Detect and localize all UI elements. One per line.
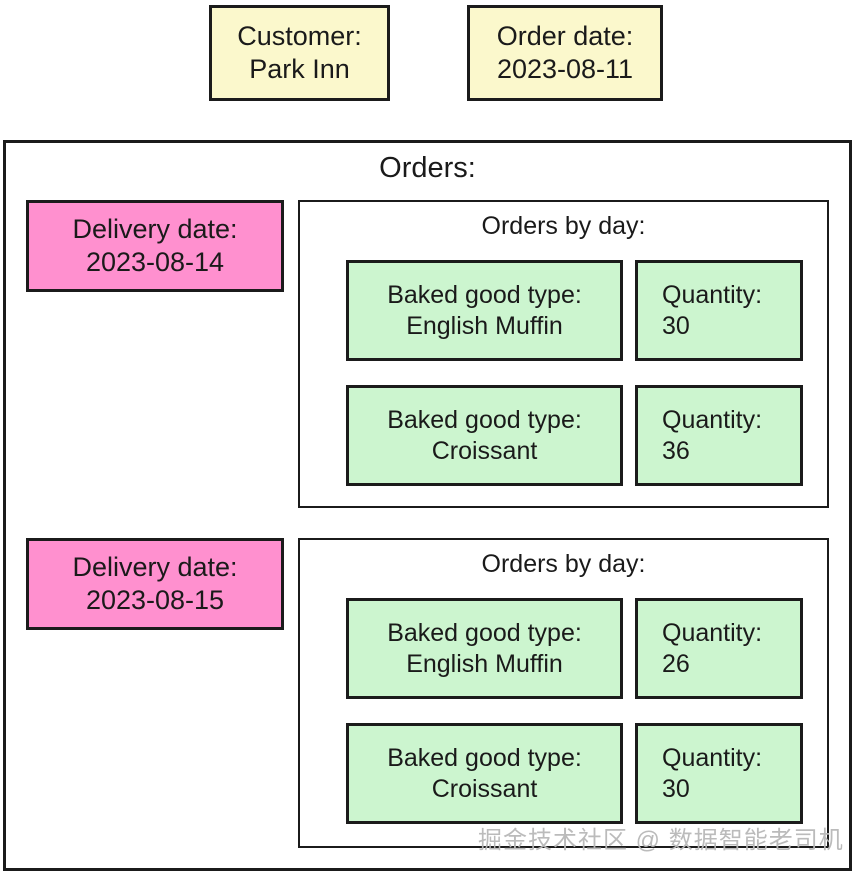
quantity-value-0-0: 30	[662, 311, 690, 340]
delivery-date-box-1: Delivery date: 2023-08-15	[26, 538, 284, 630]
quantity-box-1-0: Quantity: 26	[635, 598, 803, 699]
delivery-date-label-1: Delivery date:	[72, 552, 238, 583]
quantity-label-1-1: Quantity:	[662, 744, 763, 772]
orders-container: Orders: Delivery date: 2023-08-14 Orders…	[3, 140, 852, 871]
delivery-date-box-0: Delivery date: 2023-08-14	[26, 200, 284, 292]
baked-good-type-box-0-0: Baked good type: English Muffin	[346, 260, 623, 361]
orders-by-day-title-0: Orders by day:	[481, 212, 646, 240]
quantity-box-0-1: Quantity: 36	[635, 385, 803, 486]
order-date-box: Order date: 2023-08-11	[467, 5, 663, 101]
quantity-value-1-1: 30	[662, 774, 690, 803]
quantity-value-0-1: 36	[662, 436, 690, 465]
baked-good-type-box-0-1: Baked good type: Croissant	[346, 385, 623, 486]
baked-good-type-label-0-0: Baked good type:	[387, 281, 582, 309]
baked-good-type-box-1-0: Baked good type: English Muffin	[346, 598, 623, 699]
baked-good-type-label-0-1: Baked good type:	[387, 406, 582, 434]
baked-good-type-value-1-0: English Muffin	[406, 649, 563, 678]
delivery-date-value-0: 2023-08-14	[85, 247, 225, 277]
orders-by-day-container-1: Orders by day: Baked good type: English …	[298, 538, 829, 848]
baked-good-type-value-0-1: Croissant	[431, 436, 538, 465]
baked-good-type-value-0-0: English Muffin	[406, 311, 563, 340]
quantity-value-1-0: 26	[662, 649, 690, 678]
baked-good-type-value-1-1: Croissant	[431, 774, 538, 803]
delivery-date-value-1: 2023-08-15	[85, 585, 225, 615]
orders-by-day-container-0: Orders by day: Baked good type: English …	[298, 200, 829, 508]
baked-good-type-label-1-0: Baked good type:	[387, 619, 582, 647]
quantity-label-0-0: Quantity:	[662, 281, 763, 309]
order-date-label: Order date:	[496, 21, 634, 52]
orders-title: Orders:	[379, 152, 476, 184]
customer-box: Customer: Park Inn	[209, 5, 390, 101]
baked-good-type-box-1-1: Baked good type: Croissant	[346, 723, 623, 824]
quantity-label-0-1: Quantity:	[662, 406, 763, 434]
delivery-date-label-0: Delivery date:	[72, 214, 238, 245]
baked-good-type-label-1-1: Baked good type:	[387, 744, 582, 772]
quantity-box-1-1: Quantity: 30	[635, 723, 803, 824]
customer-label: Customer:	[237, 21, 362, 52]
order-date-value: 2023-08-11	[496, 54, 634, 84]
customer-value: Park Inn	[249, 54, 350, 84]
quantity-box-0-0: Quantity: 30	[635, 260, 803, 361]
quantity-label-1-0: Quantity:	[662, 619, 763, 647]
orders-by-day-title-1: Orders by day:	[481, 550, 646, 578]
